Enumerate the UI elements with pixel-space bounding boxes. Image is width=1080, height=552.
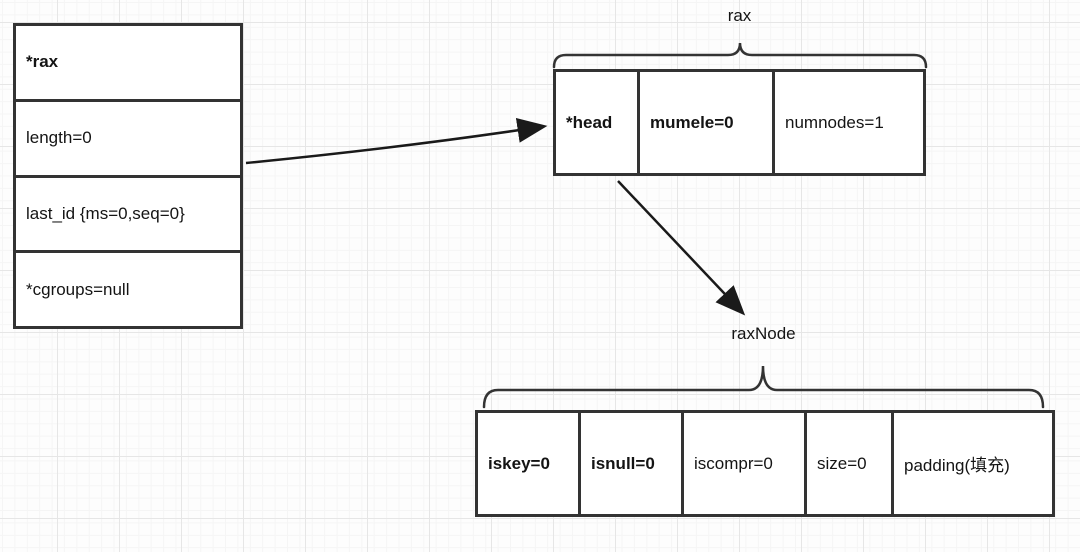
cell-label: mumele=0 bbox=[650, 112, 734, 132]
rax-cells-box: *head mumele=0 numnodes=1 bbox=[553, 69, 926, 176]
cell-label: isnull=0 bbox=[591, 453, 655, 473]
rax-struct-box: *rax length=0 last_id {ms=0,seq=0} *cgro… bbox=[13, 23, 243, 329]
brace-raxnode bbox=[482, 365, 1045, 409]
struct-row-label: *rax bbox=[26, 52, 59, 72]
raxnode-cell-size: size=0 bbox=[807, 413, 894, 514]
struct-row-rax: *rax bbox=[16, 26, 240, 99]
cell-label: size=0 bbox=[817, 453, 867, 473]
struct-row-cgroups: *cgroups=null bbox=[16, 250, 240, 326]
cell-label: *head bbox=[566, 112, 613, 132]
raxnode-cells-box: iskey=0 isnull=0 iscompr=0 size=0 paddin… bbox=[475, 410, 1055, 517]
cell-label: numnodes=1 bbox=[785, 112, 884, 132]
rax-cell-head: *head bbox=[556, 72, 640, 173]
arrow-rax-to-raxnode bbox=[617, 180, 746, 316]
struct-row-label: *cgroups=null bbox=[26, 279, 130, 299]
rax-cell-mumele: mumele=0 bbox=[640, 72, 775, 173]
struct-row-last-id: last_id {ms=0,seq=0} bbox=[16, 174, 240, 251]
struct-row-label: length=0 bbox=[26, 128, 92, 148]
rax-cell-numnodes: numnodes=1 bbox=[775, 72, 923, 173]
rax-group-label: rax bbox=[727, 6, 752, 25]
arrow-struct-to-rax bbox=[245, 117, 548, 165]
raxnode-cell-iscompr: iscompr=0 bbox=[684, 413, 807, 514]
raxnode-cell-padding: padding(填充) bbox=[894, 413, 1052, 514]
brace-rax bbox=[552, 42, 928, 69]
raxnode-cell-iskey: iskey=0 bbox=[478, 413, 581, 514]
cell-label: iskey=0 bbox=[488, 453, 550, 473]
struct-row-label: last_id {ms=0,seq=0} bbox=[26, 203, 185, 223]
cell-label: padding(填充) bbox=[904, 456, 1010, 475]
struct-row-length: length=0 bbox=[16, 98, 240, 175]
cell-label: iscompr=0 bbox=[694, 453, 773, 473]
raxnode-cell-isnull: isnull=0 bbox=[581, 413, 684, 514]
raxnode-group-label: raxNode bbox=[731, 324, 796, 343]
